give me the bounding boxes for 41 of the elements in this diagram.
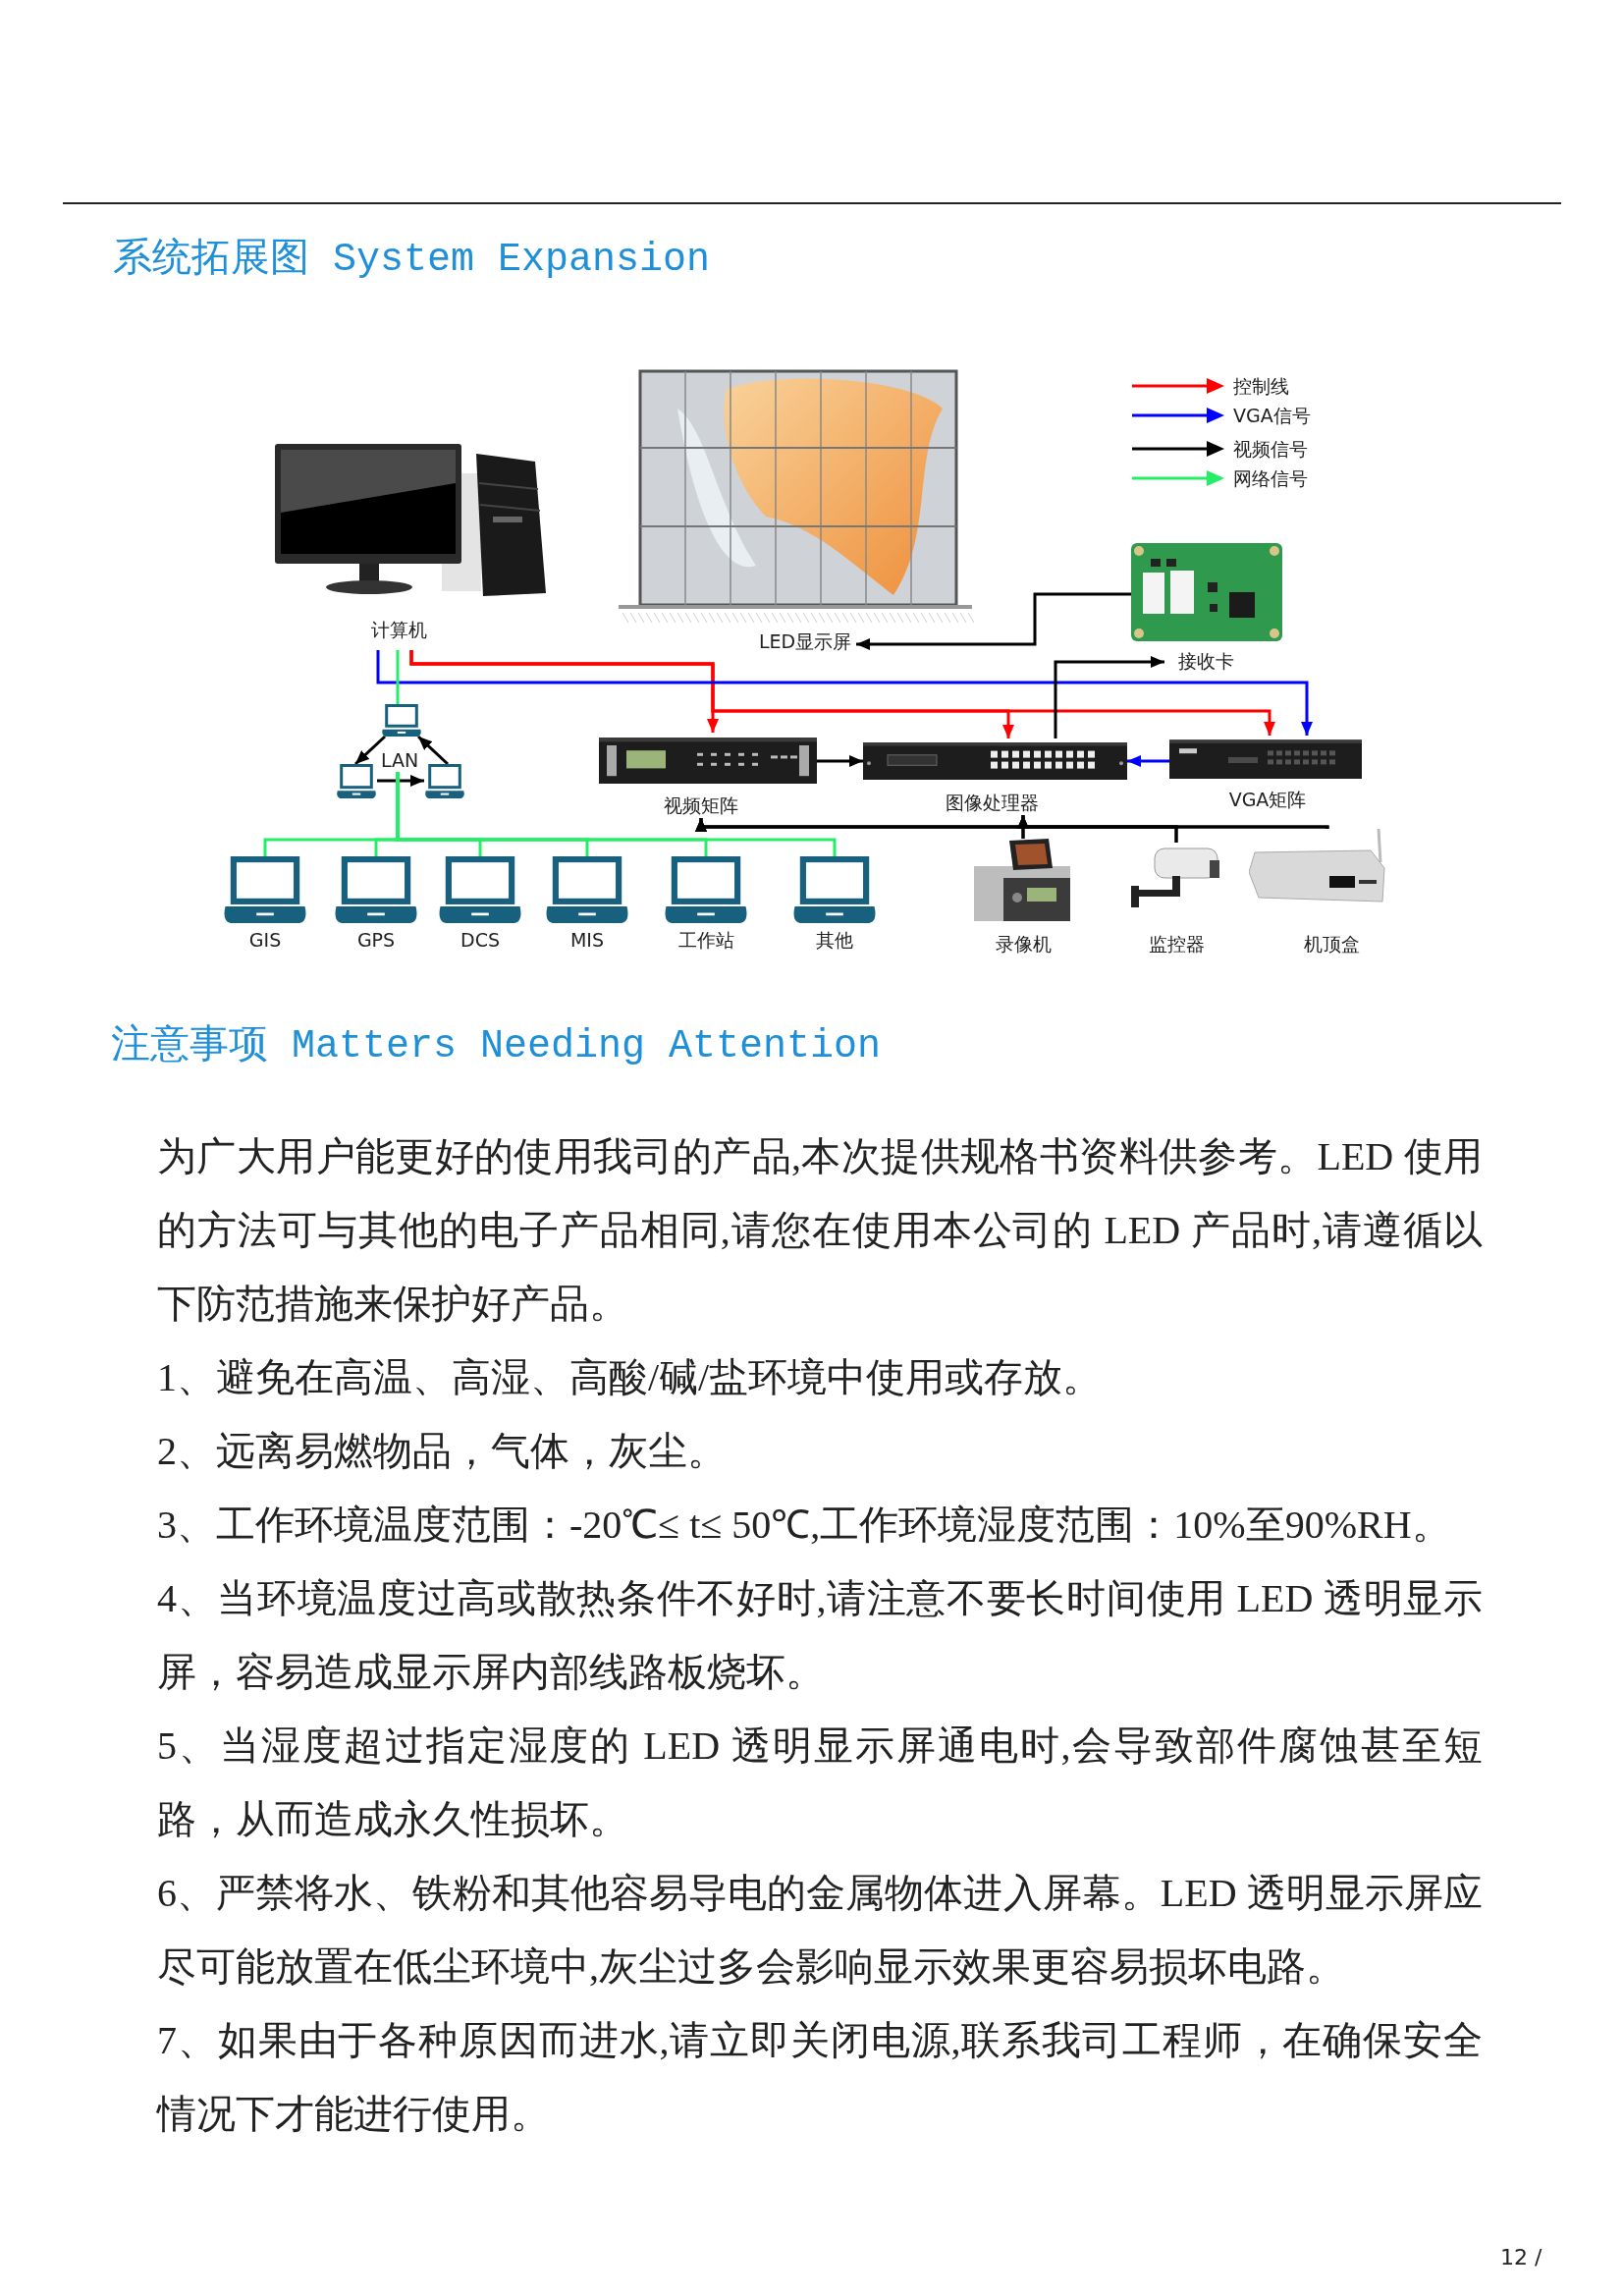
list-item: 6、严禁将水、铁粉和其他容易导电的金属物体进入屏幕。LED 透明显示屏应尽可能放置在低尘环境中,灰尘过多会影响显示效果更容易损坏电路。 [157, 1870, 1483, 1991]
legend-label: 控制线 [1233, 374, 1289, 398]
device-label: 录像机 [995, 933, 1052, 955]
arrow [1017, 815, 1329, 830]
device-label: MIS [569, 929, 605, 951]
device-label: LED显示屏 [758, 630, 852, 652]
device-label: GIS [248, 929, 282, 951]
list-item: 3、工作环境温度范围：-20℃≤ t≤ 50℃,工作环境湿度范围：10%至90%RH。 [157, 1502, 1452, 1549]
arrow [1127, 755, 1169, 767]
device-label: VGA矩阵 [1228, 789, 1307, 810]
section-heading: 系统拓展图 System Expansion [113, 237, 711, 284]
arrow [817, 755, 863, 767]
legend-label: 网络信号 [1233, 466, 1308, 490]
arrow [353, 735, 387, 766]
legend-label: VGA信号 [1233, 404, 1311, 427]
device-label: LAN [380, 749, 419, 771]
list-item: 5、当湿度超过指定湿度的 LED 透明显示屏通电时,会导致部件腐蚀甚至短路，从而造成永久性损坏。 [157, 1722, 1483, 1843]
connector-line [396, 650, 400, 704]
device-label: 视频矩阵 [664, 794, 738, 816]
device-label: 接收卡 [1177, 650, 1234, 672]
arrow [377, 775, 424, 787]
page-number: 12 / [1500, 2245, 1542, 2270]
device-label: 其他 [816, 929, 853, 951]
arrow [1054, 656, 1164, 738]
section-heading: 注意事项 Matters Needing Attention [111, 1023, 882, 1070]
legend-label: 视频信号 [1233, 437, 1308, 461]
list-item: 4、当环境温度过高或散热条件不好时,请注意不要长时间使用 LED 透明显示屏，容易造成显示屏内部线路板烧坏。 [157, 1575, 1483, 1696]
device-label: GPS [356, 929, 396, 951]
device-label: 机顶盒 [1303, 933, 1360, 955]
arrow [416, 735, 450, 766]
device-label: 计算机 [370, 619, 427, 640]
device-label: 图像处理器 [945, 792, 1039, 813]
arrow [856, 592, 1131, 650]
list-item: 1、避免在高温、高湿、高酸/碱/盐环境中使用或存放。 [157, 1354, 1104, 1401]
device-label: DCS [460, 929, 500, 951]
device-label: 工作站 [677, 929, 734, 951]
connector-line [396, 772, 837, 856]
device-label: 监控器 [1148, 933, 1205, 955]
list-item: 2、远离易燃物品，气体，灰尘。 [157, 1428, 728, 1475]
list-item: 7、如果由于各种原因而进水,请立即关闭电源,联系我司工程师，在确保安全情况下才能进行使用。 [157, 2017, 1483, 2138]
body-paragraph: 为广大用户能更好的使用我司的产品,本次提供规格书资料供参考。LED 使用的方法可与其他的电子产品相同,请您在使用本公司的 LED 产品时,请遵循以下防范措施来保护好产品。 [157, 1133, 1483, 1328]
